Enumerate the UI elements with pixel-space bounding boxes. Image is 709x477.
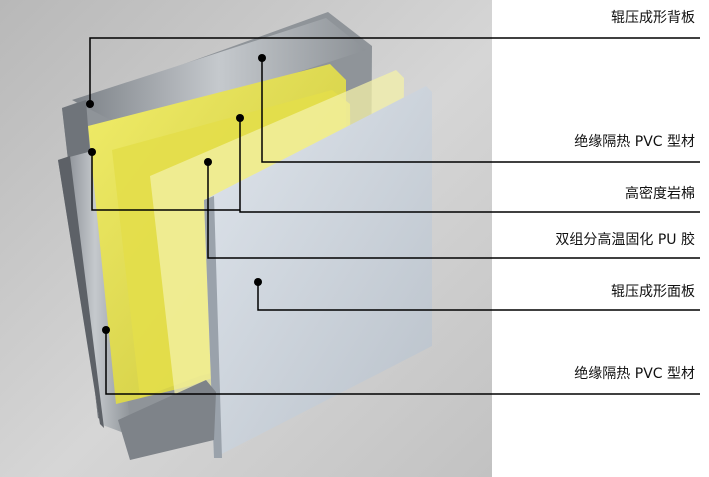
label-face-panel: 辊压成形面板 [611,284,695,300]
face-panel-edge [204,196,222,458]
dot-pvc-left [88,148,96,156]
bottom-profile [118,380,216,460]
dot-pvc-bottom [102,326,110,334]
dot-rock-wool [236,114,244,122]
left-edge-profile-shadow [58,156,104,428]
back-panel-top-rail [72,18,366,128]
dot-pu-glue [204,158,212,166]
face-panel-sheet [204,86,432,458]
label-back-panel: 辊压成形背板 [611,10,695,26]
leader-pvc-left [91,152,240,211]
label-pvc-profile-bottom: 绝缘隔热 PVC 型材 [574,366,695,382]
leader-lines [89,37,700,395]
label-pvc-profile-top: 绝缘隔热 PVC 型材 [574,134,695,150]
leader-face-panel [257,282,700,311]
leader-dots [86,54,266,334]
dot-face-panel [254,278,262,286]
dot-pvc-top [258,54,266,62]
leader-rock-wool [239,118,700,213]
label-pu-glue: 双组分高温固化 PU 胶 [555,232,695,248]
leader-pvc-top [261,58,700,163]
label-rock-wool: 高密度岩棉 [625,186,695,202]
leader-pvc-bottom [105,330,700,395]
leader-pu-glue [207,162,700,259]
leader-back-panel [89,37,700,104]
dot-back-panel [86,100,94,108]
